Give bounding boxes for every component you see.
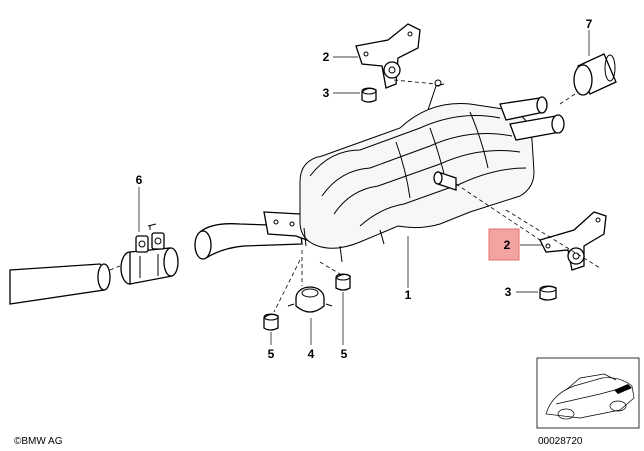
bumper-right-part-5 <box>335 273 351 291</box>
leader-dashed-5-left <box>273 259 301 313</box>
damper-part-4 <box>287 286 333 313</box>
callout-6: 6 <box>136 173 143 187</box>
rubber-mount-top-part-3 <box>361 87 377 103</box>
hanger-bracket-right-part-2 <box>539 211 607 271</box>
callout-1: 1 <box>405 288 412 302</box>
callout-5-right: 5 <box>341 347 348 361</box>
vehicle-location-thumbnail <box>536 357 640 429</box>
callout-5-left: 5 <box>268 347 275 361</box>
callout-2-top: 2 <box>323 50 330 64</box>
hanger-bracket-top-part-2 <box>355 23 421 89</box>
callout-7: 7 <box>586 17 593 31</box>
leader-dashed-2-top <box>393 79 437 85</box>
callout-4: 4 <box>308 347 315 361</box>
callout-3-bottom: 3 <box>505 285 512 299</box>
tailpipe-trim-part-7 <box>573 53 617 96</box>
leader-dashed-2-right-b <box>505 209 601 269</box>
rubber-mount-right-part-3 <box>539 285 557 301</box>
clamp-part-6 <box>120 223 179 285</box>
callout-2-right: 2 <box>504 238 511 252</box>
diagram-number: 00028720 <box>538 436 583 447</box>
front-pipe-illustration <box>9 261 131 305</box>
leader-dashed-2-right <box>455 183 541 241</box>
leader-dashed-5-right <box>319 261 341 275</box>
rear-silencer-part-1 <box>194 79 565 263</box>
bumper-left-part-5 <box>263 313 279 331</box>
callout-2-right-highlight <box>488 228 520 261</box>
copyright-text: ©BMW AG <box>14 436 63 447</box>
leader-dashed-7 <box>559 91 579 105</box>
callout-3-top: 3 <box>323 86 330 100</box>
